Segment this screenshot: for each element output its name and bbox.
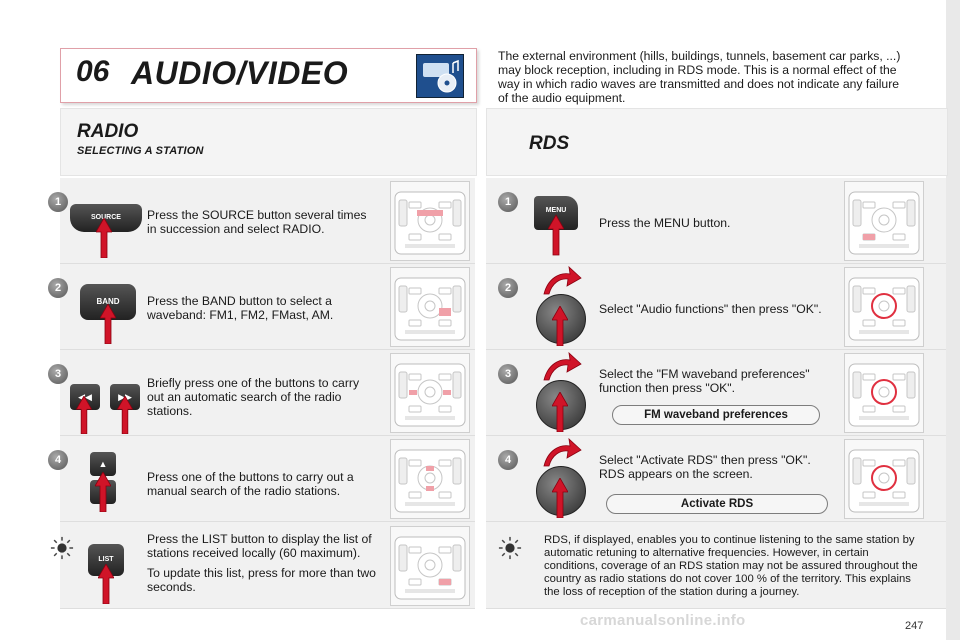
rotate-arrow-icon xyxy=(542,438,582,468)
dashboard-thumbnail xyxy=(390,439,470,519)
step-text: Briefly press one of the buttons to carr… xyxy=(147,376,360,418)
step-number: 3 xyxy=(498,364,518,384)
chapter-title: AUDIO/VIDEO xyxy=(131,55,349,91)
rotate-arrow-icon xyxy=(542,352,582,382)
page-number: 247 xyxy=(905,620,924,632)
dashboard-thumbnail xyxy=(844,181,924,261)
chapter-number: 06 xyxy=(76,55,110,88)
radio-section-header: RADIO SELECTING A STATION xyxy=(60,108,477,176)
tip-bulb-icon xyxy=(50,536,74,560)
rds-tip: RDS, if displayed, enables you to contin… xyxy=(486,522,946,609)
watermark: carmanualsonline.info xyxy=(580,612,746,629)
step-text: Select "Audio functions" then press "OK"… xyxy=(599,302,822,316)
step-number: 1 xyxy=(498,192,518,212)
press-arrow-icon xyxy=(548,214,564,256)
rds-step-3: 3 Select the "FM waveband preferences" f… xyxy=(486,350,946,436)
dashboard-thumbnail xyxy=(844,267,924,347)
step-number: 4 xyxy=(48,450,68,470)
list-text-update: To update this list, press for more than… xyxy=(147,566,376,594)
dashboard-thumbnail xyxy=(390,353,470,433)
dashboard-thumbnail xyxy=(390,181,470,261)
radio-step-list: LIST Press the LIST button to display th… xyxy=(60,522,475,609)
step-number: 3 xyxy=(48,364,68,384)
press-arrow-icon xyxy=(100,304,116,344)
dashboard-thumbnail xyxy=(844,353,924,433)
rotate-arrow-icon xyxy=(542,266,582,296)
activate-rds-badge: Activate RDS xyxy=(606,494,828,514)
step-text: Press one of the buttons to carry out a … xyxy=(147,470,354,498)
radio-subtitle: SELECTING A STATION xyxy=(77,145,204,157)
step-text: Press the LIST button to display the lis… xyxy=(147,532,377,600)
fm-waveband-preferences-badge: FM waveband preferences xyxy=(612,405,820,425)
rds-section-header: RDS xyxy=(486,108,948,176)
press-arrow-icon xyxy=(96,218,112,258)
step-text: Press the SOURCE button several times in… xyxy=(147,208,367,236)
press-arrow-icon xyxy=(76,396,92,434)
step-number: 4 xyxy=(498,450,518,470)
step-number: 1 xyxy=(48,192,68,212)
rds-title: RDS xyxy=(529,133,570,154)
step-number: 2 xyxy=(48,278,68,298)
press-arrow-icon xyxy=(117,396,133,434)
menu-button-illustration: MENU xyxy=(534,196,578,230)
press-arrow-icon xyxy=(552,478,568,518)
rds-tip-text: RDS, if displayed, enables you to contin… xyxy=(544,534,918,598)
step-text: Press the BAND button to select a waveba… xyxy=(147,294,334,322)
step-text: Press the MENU button. xyxy=(599,216,731,230)
audio-cd-icon xyxy=(416,54,464,98)
rds-step-2: 2 Select "Audio functions" then press "O… xyxy=(486,264,946,350)
list-text: Press the LIST button to display the lis… xyxy=(147,532,372,560)
rds-step-1: 1 MENU Press the MENU button. xyxy=(486,178,946,264)
press-arrow-icon xyxy=(98,564,114,604)
press-arrow-icon xyxy=(95,472,111,512)
dashboard-thumbnail xyxy=(390,267,470,347)
radio-title: RADIO xyxy=(77,121,139,142)
radio-step-1: 1 SOURCE Press the SOURCE button several… xyxy=(48,178,475,264)
intro-paragraph: The external environment (hills, buildin… xyxy=(498,49,901,105)
step-text: Select "Activate RDS" then press "OK". R… xyxy=(599,453,811,481)
radio-step-4: 4 ▲ ▼ Press one of the buttons to carry … xyxy=(48,436,475,522)
radio-step-3: 3 ◀◀ ▶▶ Briefly press one of the buttons… xyxy=(48,350,475,436)
press-arrow-icon xyxy=(552,392,568,432)
step-number: 2 xyxy=(498,278,518,298)
rds-step-4: 4 Select "Activate RDS" then press "OK".… xyxy=(486,436,946,522)
chapter-header: 06 AUDIO/VIDEO xyxy=(60,48,477,103)
dashboard-thumbnail xyxy=(844,439,924,519)
radio-step-2: 2 BAND Press the BAND button to select a… xyxy=(48,264,475,350)
tip-bulb-icon xyxy=(498,536,522,560)
press-arrow-icon xyxy=(552,306,568,346)
dashboard-thumbnail xyxy=(390,526,470,606)
step-text: Select the "FM waveband preferences" fun… xyxy=(599,367,810,395)
page-edge-tab xyxy=(946,0,960,640)
